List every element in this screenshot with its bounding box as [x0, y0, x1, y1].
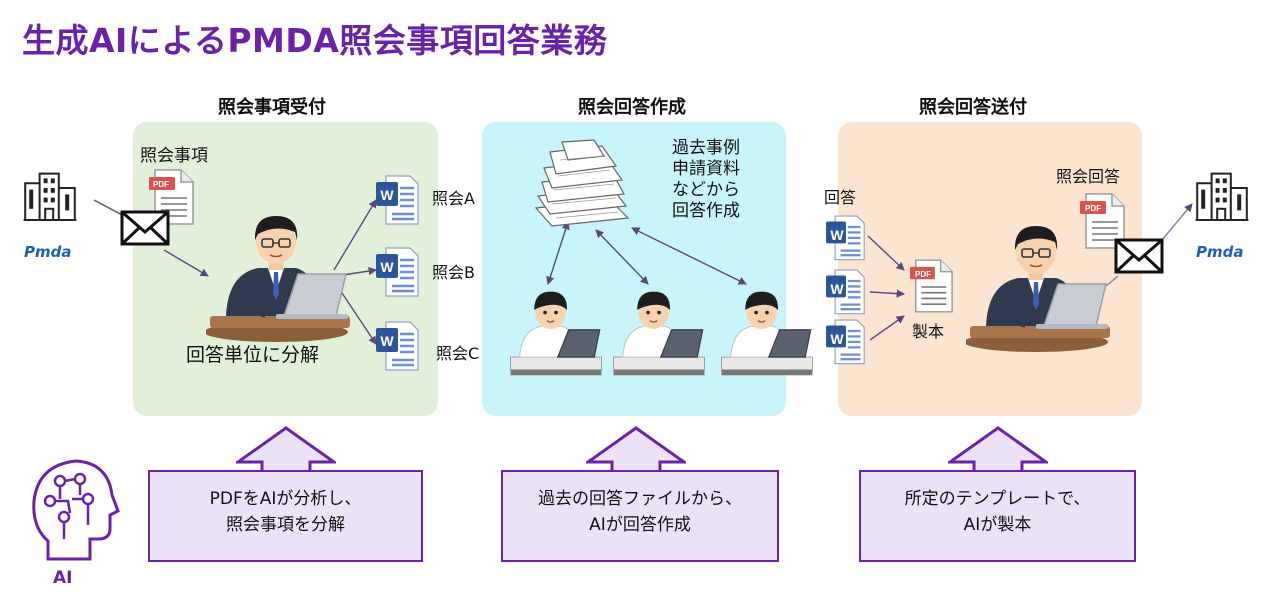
phase-label-sending: 照会回答送付: [919, 97, 1027, 118]
callout-creation: 過去の回答ファイルから、 AIが回答作成: [501, 470, 779, 562]
pdf-file-icon: PDF: [148, 168, 196, 226]
callout-line: 照会事項を分解: [226, 515, 345, 535]
reply-pdf-icon: PDF: [1080, 192, 1126, 250]
word-badge-text: W: [830, 281, 844, 297]
query-a-label: 照会A: [432, 189, 475, 208]
phase-label-creation: 照会回答作成: [578, 97, 686, 118]
callout-line: 所定のテンプレートで、: [904, 489, 1091, 509]
pmda-logo: Pmda: [24, 243, 71, 261]
callout-sending: 所定のテンプレートで、 AIが製本: [859, 470, 1136, 562]
decompose-label: 回答単位に分解: [186, 344, 320, 366]
worker-3-icon: [717, 288, 817, 388]
doc-label: 照会事項: [140, 146, 208, 166]
envelope-icon: [120, 210, 170, 246]
word-file-icon: W: [376, 318, 420, 372]
bound-pdf-icon: PDF: [910, 258, 954, 314]
phase-label-receipt: 照会事項受付: [218, 97, 326, 118]
up-arrow-icon: [236, 425, 336, 473]
pdf-badge-text: PDF: [1085, 204, 1101, 213]
pdf-badge-text: PDF: [153, 180, 169, 189]
ai-head-circuit-icon: [32, 459, 120, 561]
word-file-icon: W: [826, 316, 866, 366]
pmda-logo-text: Pmda: [24, 243, 72, 261]
pmda-logo-text: Pmda: [1196, 243, 1244, 261]
worker-1-icon: [506, 288, 606, 388]
callout-line: PDFをAIが分析し、: [209, 489, 362, 509]
pmda-building-icon: [1194, 166, 1250, 226]
page-title: 生成AIによるPMDA照会事項回答業務: [22, 21, 608, 60]
query-b-label: 照会B: [432, 263, 475, 282]
note-line: 回答作成: [672, 201, 740, 221]
answer-label: 回答: [824, 188, 857, 207]
word-file-icon: W: [826, 266, 866, 316]
pmda-building-icon: [22, 166, 78, 226]
officer-at-laptop-icon: [206, 212, 356, 342]
ai-label: AI: [53, 568, 73, 588]
callout-line: AIが回答作成: [589, 515, 691, 535]
word-badge-text: W: [380, 187, 394, 203]
word-badge-text: W: [380, 259, 394, 275]
word-file-icon: W: [376, 172, 420, 226]
sender-at-laptop-icon: [966, 222, 1116, 352]
word-badge-text: W: [830, 227, 844, 243]
callout-receipt: PDFをAIが分析し、 照会事項を分解: [148, 470, 423, 562]
note-line: などから: [672, 180, 740, 200]
word-badge-text: W: [380, 333, 394, 349]
pdf-badge-text: PDF: [915, 270, 931, 279]
reply-label: 照会回答: [1056, 167, 1121, 186]
up-arrow-icon: [948, 425, 1048, 473]
note-line: 過去事例: [672, 138, 740, 158]
up-arrow-icon: [586, 425, 686, 473]
note-line: 申請資料: [672, 159, 740, 179]
word-badge-text: W: [830, 331, 844, 347]
worker-2-icon: [609, 288, 709, 388]
pmda-logo: Pmda: [1196, 243, 1243, 261]
word-file-icon: W: [376, 244, 420, 298]
query-c-label: 照会C: [436, 344, 480, 363]
word-file-icon: W: [826, 212, 866, 262]
panel-sending: [838, 122, 1142, 416]
callout-line: 過去の回答ファイルから、: [538, 489, 742, 509]
callout-line: AIが製本: [963, 515, 1032, 535]
binding-label: 製本: [912, 322, 945, 341]
creation-note: 過去事例 申請資料 などから 回答作成: [672, 138, 740, 222]
past-documents-pile-icon: [532, 138, 632, 228]
envelope-icon: [1114, 238, 1164, 274]
